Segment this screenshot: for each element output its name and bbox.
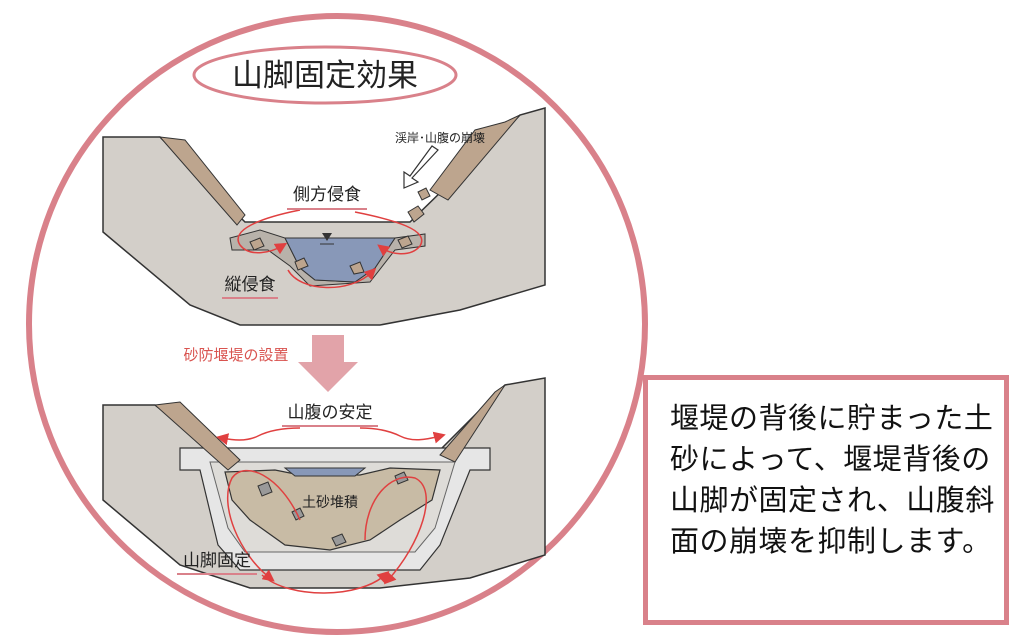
fallen-rock [417, 187, 431, 201]
lateral-erosion-arrow [237, 209, 301, 255]
stability-arrow [216, 427, 301, 446]
explanation-callout: 堰堤の背後に貯まった土砂によって、堰堤背後の山脚が固定され、山腹斜面の崩壊を抑制… [643, 375, 1009, 625]
diagram-title: 山脚固定効果 [232, 58, 418, 94]
fixing-arrow [261, 570, 390, 594]
right-rock-slope [429, 114, 521, 201]
stable-slope-label: 山腹の安定 [288, 403, 373, 423]
lateral-erosion-arrow [354, 211, 423, 257]
collapse-arrow [403, 145, 439, 189]
transition-arrow [298, 335, 358, 392]
fixing-arrow [227, 469, 301, 582]
fallen-rock [294, 257, 309, 271]
sediment-label: 土砂堆積 [302, 495, 358, 511]
bottom-cross-section: 山腹の安定 土砂堆積 山脚固定 [102, 377, 546, 594]
stability-arrow [359, 427, 446, 444]
lateral-erosion-label: 側方侵食 [293, 185, 361, 205]
left-rock-slope [153, 401, 241, 471]
vertical-erosion-arrow [287, 267, 377, 289]
fixed-foot-label: 山脚固定 [183, 551, 251, 571]
water-level-icon [322, 233, 332, 241]
sediment-rock [257, 481, 273, 497]
fallen-rock [397, 235, 413, 249]
fallen-rock [249, 237, 265, 251]
top-cross-section: 渓岸･山腹の崩壊 側方侵食 縦侵食 [102, 107, 546, 326]
fixing-arrow [364, 476, 427, 585]
sediment-rock [331, 533, 347, 547]
left-rock-slope [158, 136, 246, 226]
top-ground [102, 107, 546, 326]
bottom-water [283, 467, 367, 477]
transition-label: 砂防堰堤の設置 [183, 346, 288, 364]
right-rock-slope [439, 384, 506, 463]
explanation-text: 堰堤の背後に貯まった土砂によって、堰堤背後の山脚が固定され、山腹斜面の崩壊を抑制… [670, 401, 995, 558]
collapse-label: 渓岸･山腹の崩壊 [395, 131, 485, 145]
vertical-erosion-label: 縦侵食 [225, 275, 276, 295]
fallen-rock [407, 205, 425, 223]
title-ellipse [192, 45, 458, 105]
